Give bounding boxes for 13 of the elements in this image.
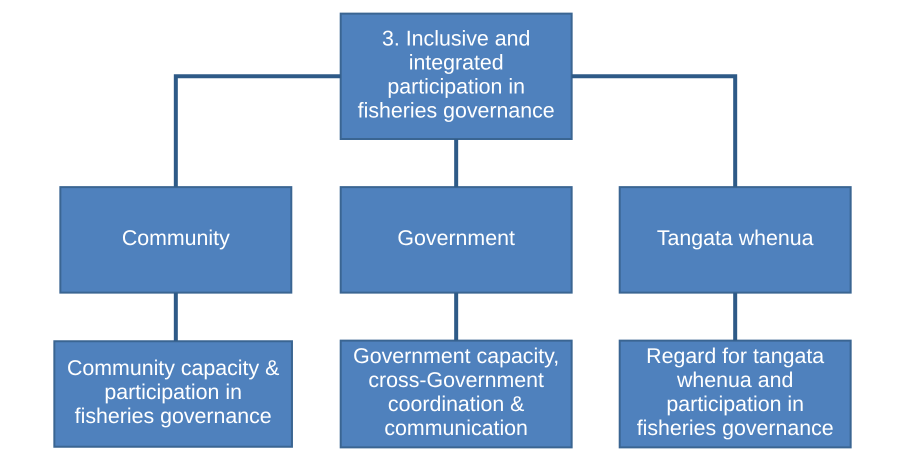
node-box: Community capacity & participation in fisheries governance xyxy=(52,340,292,448)
node-box: Government capacity, cross-Government coordination & communication xyxy=(339,340,572,448)
node-box: Regard for tangata whenua and participation in fisheries governance xyxy=(618,340,852,448)
node-box: Community xyxy=(58,186,292,294)
node-box: 3. Inclusive and integrated participation in fisheries governance xyxy=(339,12,572,140)
connector xyxy=(454,139,458,188)
connector xyxy=(173,74,340,187)
node-box: Government xyxy=(339,186,572,294)
connector xyxy=(454,292,458,340)
connector xyxy=(173,292,178,341)
connector xyxy=(571,74,737,187)
node-box: Tangata whenua xyxy=(618,186,852,294)
connector xyxy=(732,292,737,340)
